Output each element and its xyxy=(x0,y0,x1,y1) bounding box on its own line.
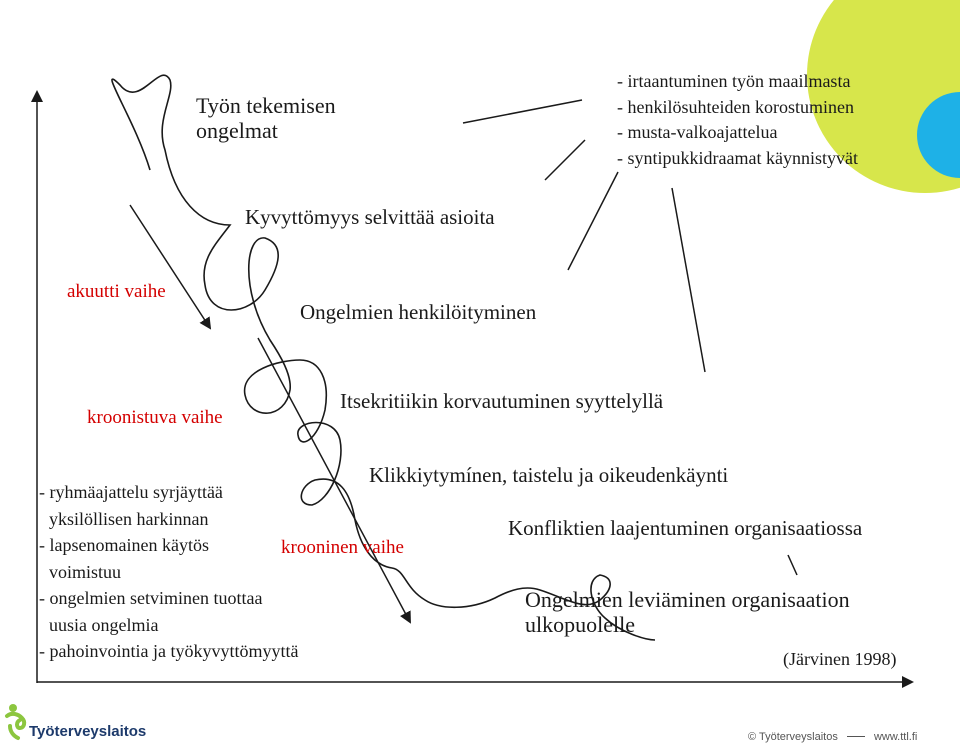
connector-5 xyxy=(787,554,798,576)
logo-figure-icon xyxy=(5,704,27,740)
label-tyon-tekemisen-line2: ongelmat xyxy=(196,118,278,144)
connector-4 xyxy=(671,187,706,373)
cyan-circle xyxy=(917,92,960,178)
connector-2 xyxy=(544,139,586,181)
copyright-text: © Työterveyslaitos xyxy=(748,731,838,743)
arrow-chronic xyxy=(257,337,411,624)
label-kyvyttomyys: Kyvyttömyys selvittää asioita xyxy=(245,205,495,229)
list-item: voimistuu xyxy=(49,561,122,582)
list-item: - ryhmäajattelu syrjäyttää xyxy=(39,482,223,502)
phase-chronic-2: krooninen vaihe xyxy=(281,537,404,558)
top-right-list: - irtaantuminen työn maailmasta - henkil… xyxy=(617,69,858,171)
phase-chronic: kroonistuva vaihe xyxy=(87,407,223,428)
label-tyon-tekemisen: Työn tekemisen ongelmat xyxy=(196,93,336,144)
label-konfliktien: Konfliktien laajentuminen organisaatioss… xyxy=(508,516,863,540)
footer-url[interactable]: www.ttl.fi xyxy=(873,731,918,743)
connector-1 xyxy=(462,99,583,124)
label-leviaminen: Ongelmien leviäminen organisaation ulkop… xyxy=(525,587,850,638)
phase-acute: akuutti vaihe xyxy=(67,281,166,302)
logo-text: Työterveyslaitos xyxy=(29,723,147,740)
list-item: - pahoinvointia ja työkyvyttömyyttä xyxy=(39,641,299,661)
arrow-acute xyxy=(129,204,212,330)
label-klikkiytyminen: Klikkiytymínen, taistelu ja oikeudenkäyn… xyxy=(369,463,729,487)
list-item: uusia ongelmia xyxy=(49,614,159,635)
label-tyon-tekemisen-line1: Työn tekemisen xyxy=(196,93,336,118)
footer-divider xyxy=(846,736,865,737)
ttl-logo: Työterveyslaitos xyxy=(4,702,147,746)
bottom-left-list: - ryhmäajattelu syrjäyttää yksilöllisen … xyxy=(39,479,298,665)
connector-3 xyxy=(567,171,619,271)
source-citation: (Järvinen 1998) xyxy=(783,649,897,669)
list-item: - ongelmien setviminen tuottaa xyxy=(39,588,263,608)
spiral-curve xyxy=(111,74,656,641)
label-leviaminen-line2: ulkopuolelle xyxy=(525,612,635,638)
footer-copyright: © Työterveyslaitos www.ttl.fi xyxy=(748,731,917,744)
list-item: - henkilösuhteiden korostuminen xyxy=(617,96,854,117)
list-item: - lapsenomainen käytös xyxy=(39,535,209,555)
label-ongelmien-henkiloityminen: Ongelmien henkilöityminen xyxy=(300,300,537,324)
list-item: - syntipukkidraamat käynnistyvät xyxy=(617,147,858,168)
list-item: - irtaantuminen työn maailmasta xyxy=(617,71,851,91)
list-item: - musta-valkoajattelua xyxy=(617,122,778,142)
label-leviaminen-line1: Ongelmien leviäminen organisaation xyxy=(525,587,850,612)
list-item: yksilöllisen harkinnan xyxy=(49,508,209,529)
label-itsekritiikki: Itsekritiikin korvautuminen syyttelyllä xyxy=(340,389,664,413)
